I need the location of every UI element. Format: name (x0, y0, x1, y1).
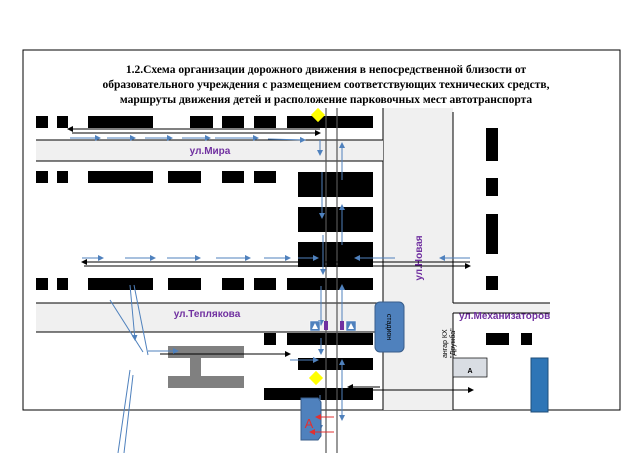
hangar-building (452, 357, 488, 378)
crossing-lines (325, 108, 338, 453)
vehicle-routes (67, 126, 474, 393)
street-mekhanizatorov: ул.Механизаторов (459, 311, 550, 322)
roads (36, 108, 550, 410)
hangar-a-label: А (467, 368, 472, 375)
street-teplyakova: ул.Теплякова (174, 309, 241, 320)
stadium-label: стадион (385, 314, 392, 340)
title-line-1: 1.2.Схема организации дорожного движения… (126, 64, 527, 76)
street-novaya: ул.Новая (414, 235, 425, 280)
title-line-2: образовательного учреждения с размещение… (103, 79, 550, 91)
school-building (168, 346, 244, 388)
bus-stop: А (300, 397, 334, 441)
hangar-label: ангар КХ (442, 329, 449, 358)
street-mira: ул.Мира (190, 146, 231, 157)
crossing-marker-right (340, 321, 344, 330)
stadium (374, 301, 405, 353)
pedestrian-crossing-sign-right (345, 320, 357, 332)
title-line-3: маршруты движения детей и расположение п… (120, 94, 533, 106)
druzhba-label: "Дружба" (449, 328, 457, 358)
main-road-sign-icon (308, 370, 324, 386)
bus-stop-label: А (305, 416, 314, 431)
pedestrian-crossing-sign-left (309, 320, 321, 332)
buildings (36, 116, 532, 400)
crossing-marker-left (324, 321, 328, 330)
blue-building (530, 357, 549, 413)
main-road-sign-icon (310, 107, 326, 123)
